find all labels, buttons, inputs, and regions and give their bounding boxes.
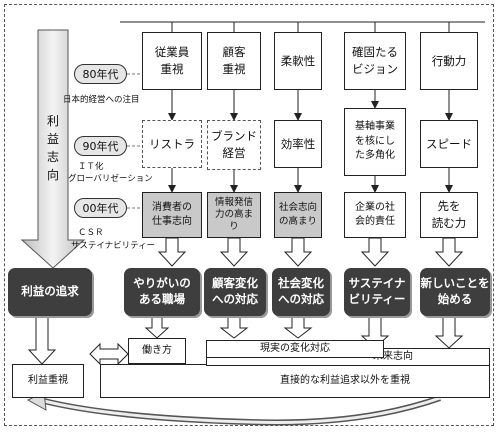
profit-orientation-label: 利益志向 (46, 114, 59, 182)
diagram-frame (4, 4, 494, 426)
result-start-new-things: 新しいことを始める (420, 268, 490, 316)
col5-row3-box: 先を読む力 (420, 192, 478, 238)
col5-row1-box: 行動力 (420, 32, 478, 90)
result-social-change: 社会変化への対応 (272, 268, 330, 316)
col1-row1-box: 従業員重視 (142, 32, 202, 90)
col2-row3-box: 情報発信力の高まり (207, 192, 261, 238)
era-90s-note-it: ＩＴ化 (78, 162, 104, 172)
col3-row3-box: 社会志向の高まり (274, 192, 322, 238)
col4-row2-box: 基軸事業を核にした多角化 (344, 108, 406, 176)
col1-row2-box: リストラ (142, 120, 202, 168)
col3-row2-box: 効率性 (274, 120, 322, 168)
era-00s-note-csr: ＣＳＲ (78, 228, 104, 238)
work-style-box: 働き方 (128, 338, 186, 364)
beyond-profit-box: 直接的な利益追求以外を重視 (100, 364, 490, 398)
result-sustainability: サステイナビリティー (344, 268, 410, 316)
profit-focus-box: 利益重視 (12, 364, 84, 398)
col4-row3-box: 企業の社会的責任 (344, 192, 406, 238)
result-customer-change: 顧客変化への対応 (204, 268, 266, 316)
result-rewarding-workplace: やりがいのある職場 (124, 268, 200, 316)
col2-row1-box: 顧客重視 (207, 32, 261, 90)
col2-row2-box: ブランド経営 (207, 120, 261, 170)
era-00s-pill: 00年代 (74, 198, 127, 218)
era-80s-pill: 80年代 (74, 64, 127, 84)
era-00s-note-sustainability: サステイナビリティー (71, 241, 156, 251)
pursuit-of-profit-box: 利益の追求 (8, 268, 92, 316)
real-change-box: 現実の変化対応 (206, 340, 384, 358)
era-80s-note: 日本的経営への注目 (63, 95, 140, 105)
col5-row2-box: スピード (420, 120, 478, 168)
col4-row1-box: 確固たるビジョン (344, 32, 406, 90)
col1-row3-box: 消費者の仕事志向 (142, 192, 202, 238)
profit-orientation-arrow (20, 29, 86, 269)
col3-row1-box: 柔軟性 (274, 32, 322, 90)
era-90s-note-global: グローバリゼーション (68, 174, 153, 184)
era-90s-pill: 90年代 (74, 136, 127, 156)
